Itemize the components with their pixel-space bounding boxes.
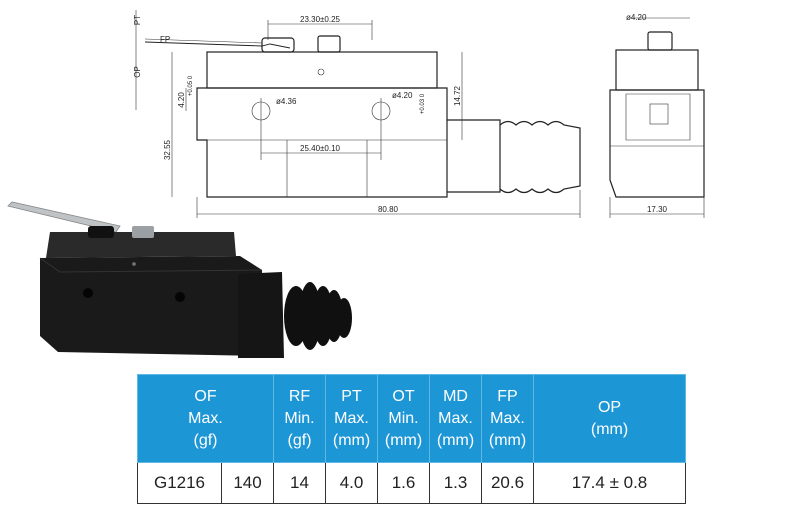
dim-4-20: 4.20 bbox=[177, 92, 186, 108]
header-rf: RF Min. (gf) bbox=[273, 374, 327, 463]
lever-arm bbox=[144, 41, 291, 49]
dim-23-30: 23.30±0.25 bbox=[300, 15, 341, 24]
dim-side-d4-20: ø4.20 bbox=[626, 13, 647, 22]
side-body bbox=[609, 89, 705, 198]
cell-fp: 20.6 bbox=[481, 462, 535, 504]
spec-table: OF Max. (gf) RF Min. (gf) PT Max. (mm) O… bbox=[136, 374, 687, 504]
cell-of: 140 bbox=[220, 462, 275, 504]
photo-cap bbox=[46, 232, 236, 258]
side-plunger bbox=[647, 31, 673, 51]
cable-gland bbox=[447, 119, 501, 193]
photo-boot bbox=[284, 282, 352, 350]
cell-rf: 14 bbox=[273, 462, 327, 504]
cell-md: 1.3 bbox=[429, 462, 483, 504]
side-view: ø4.20 17.30 bbox=[609, 13, 705, 218]
header-md: MD Max. (mm) bbox=[429, 374, 483, 463]
photo-body bbox=[40, 256, 262, 356]
dim-80-80: 80.80 bbox=[378, 205, 399, 214]
header-ot: OT Min. (mm) bbox=[377, 374, 431, 463]
dim-pt: PT bbox=[133, 15, 142, 25]
table-row: G1216 140 14 4.0 1.6 1.3 20.6 17.4 ± 0.8 bbox=[137, 462, 687, 504]
cell-op: 17.4 ± 0.8 bbox=[533, 462, 687, 504]
side-cap bbox=[615, 49, 699, 91]
technical-drawing: 23.30±0.25 PT OP FP 32.55 4.20 +0.05 0 1… bbox=[7, 10, 705, 358]
photo-lever bbox=[7, 201, 121, 233]
product-photo bbox=[7, 201, 352, 358]
dim-d4-36: ø4.36 bbox=[276, 97, 297, 106]
dim-4-20-tol: +0.05 0 bbox=[188, 75, 194, 96]
dim-14-72: 14.72 bbox=[453, 85, 462, 106]
dim-op: OP bbox=[133, 66, 142, 78]
header-op: OP (mm) bbox=[533, 374, 687, 463]
dim-17-30: 17.30 bbox=[647, 205, 668, 214]
front-view: 23.30±0.25 PT OP FP 32.55 4.20 +0.05 0 1… bbox=[133, 10, 581, 218]
cable-boot bbox=[499, 120, 581, 194]
dim-d4-20-tol: +0.03 0 bbox=[420, 93, 426, 114]
plunger bbox=[317, 35, 341, 53]
header-fp: FP Max. (mm) bbox=[481, 374, 535, 463]
cell-ot: 1.6 bbox=[377, 462, 431, 504]
side-window bbox=[649, 103, 669, 125]
header-of: OF Max. (gf) bbox=[136, 374, 275, 463]
dim-fp: FP bbox=[160, 35, 170, 44]
cell-model: G1216 bbox=[137, 462, 222, 504]
switch-body bbox=[196, 87, 448, 198]
dim-32-55: 32.55 bbox=[163, 139, 172, 160]
dim-d4-20: ø4.20 bbox=[392, 91, 413, 100]
dim-25-40: 25.40±0.10 bbox=[300, 144, 341, 153]
table-header-row: OF Max. (gf) RF Min. (gf) PT Max. (mm) O… bbox=[136, 374, 687, 463]
cell-pt: 4.0 bbox=[325, 462, 379, 504]
header-pt: PT Max. (mm) bbox=[325, 374, 379, 463]
switch-cap bbox=[206, 51, 438, 89]
